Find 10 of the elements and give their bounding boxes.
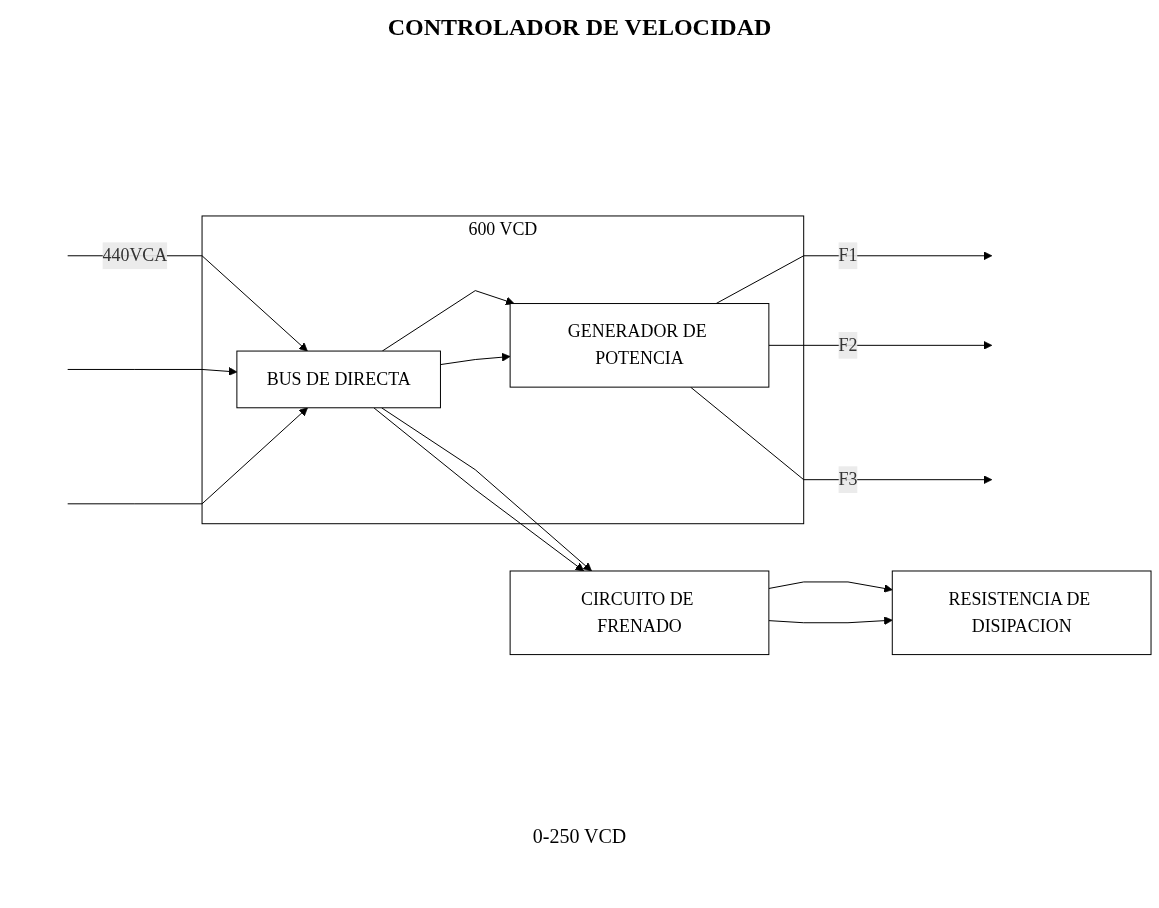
- node-box: GENERADOR DE POTENCIA: [509, 302, 770, 388]
- diagram-title: CONTROLADOR DE VELOCIDAD: [386, 14, 773, 41]
- edge-label: F3: [838, 468, 858, 489]
- voltage-note: 0-250 VCD: [531, 825, 628, 848]
- node-box: RESISTENCIA DE DISIPACION: [891, 570, 1152, 655]
- node-box: BUS DE DIRECTA: [236, 350, 441, 408]
- edge-label: F2: [838, 334, 858, 355]
- edge-label: 440VCA: [102, 245, 168, 265]
- edge-label: F1: [838, 245, 858, 265]
- node-box: CIRCUITO DE FRENADO: [509, 570, 770, 655]
